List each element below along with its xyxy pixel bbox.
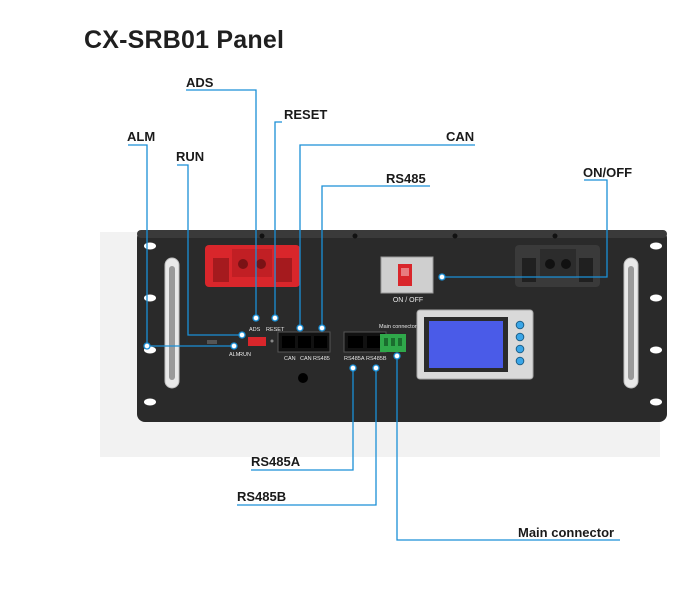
led-strip	[248, 337, 274, 346]
leader-run	[177, 164, 240, 336]
leader-rs485b	[237, 369, 377, 506]
panel-print-rs485b: RS485B	[366, 356, 387, 362]
leader-dots	[143, 273, 446, 372]
lcd-display-unit	[416, 309, 534, 380]
round-port	[298, 373, 308, 383]
panel-print-onoff: ON / OFF	[393, 297, 423, 304]
onoff-breaker	[380, 256, 434, 294]
right-handle	[623, 257, 639, 389]
main-connector-block	[380, 334, 406, 352]
leader-reset	[274, 121, 282, 316]
leader-lines	[128, 89, 620, 541]
callout-main-connector: Main connector	[518, 525, 615, 540]
panel-print-main-connector: Main connector	[379, 324, 417, 330]
callout-reset: RESET	[284, 107, 328, 122]
callout-run: RUN	[176, 149, 205, 164]
leader-ads	[186, 89, 257, 316]
panel-top-edge	[137, 230, 667, 238]
panel-print-can2: CAN	[300, 356, 312, 362]
panel-print-run: RUN	[239, 352, 251, 358]
top-screws	[259, 233, 558, 239]
leader-main-connector	[396, 357, 620, 541]
positive-terminal	[205, 245, 300, 287]
callout-rs485b: RS485B	[237, 489, 287, 504]
rj45-group-top	[277, 331, 331, 353]
leader-rs485	[321, 185, 430, 327]
panel-print-ads: ADS	[249, 327, 261, 333]
rj45-group-bottom	[343, 331, 387, 353]
negative-terminal	[515, 245, 600, 287]
left-handle	[164, 257, 180, 389]
panel-print-alm: ALM	[229, 352, 241, 358]
panel-print-rs485: RS485	[313, 356, 330, 362]
callout-alm: ALM	[127, 129, 156, 144]
leader-can	[299, 144, 475, 327]
page-title: CX-SRB01 Panel	[84, 26, 285, 54]
leader-rs485a	[251, 369, 354, 471]
panel-print-reset: RESET	[266, 327, 285, 333]
panel-print-can1: CAN	[284, 356, 296, 362]
leader-onoff	[442, 179, 608, 278]
callout-rs485: RS485	[386, 171, 426, 186]
callout-onoff: ON/OFF	[583, 165, 633, 180]
callout-ads: ADS	[186, 75, 214, 90]
callout-can: CAN	[446, 129, 475, 144]
panel-print-rs485a: RS485A	[344, 356, 365, 362]
callout-rs485a: RS485A	[251, 454, 301, 469]
leader-alm	[128, 144, 232, 347]
dip-switch	[207, 340, 217, 344]
